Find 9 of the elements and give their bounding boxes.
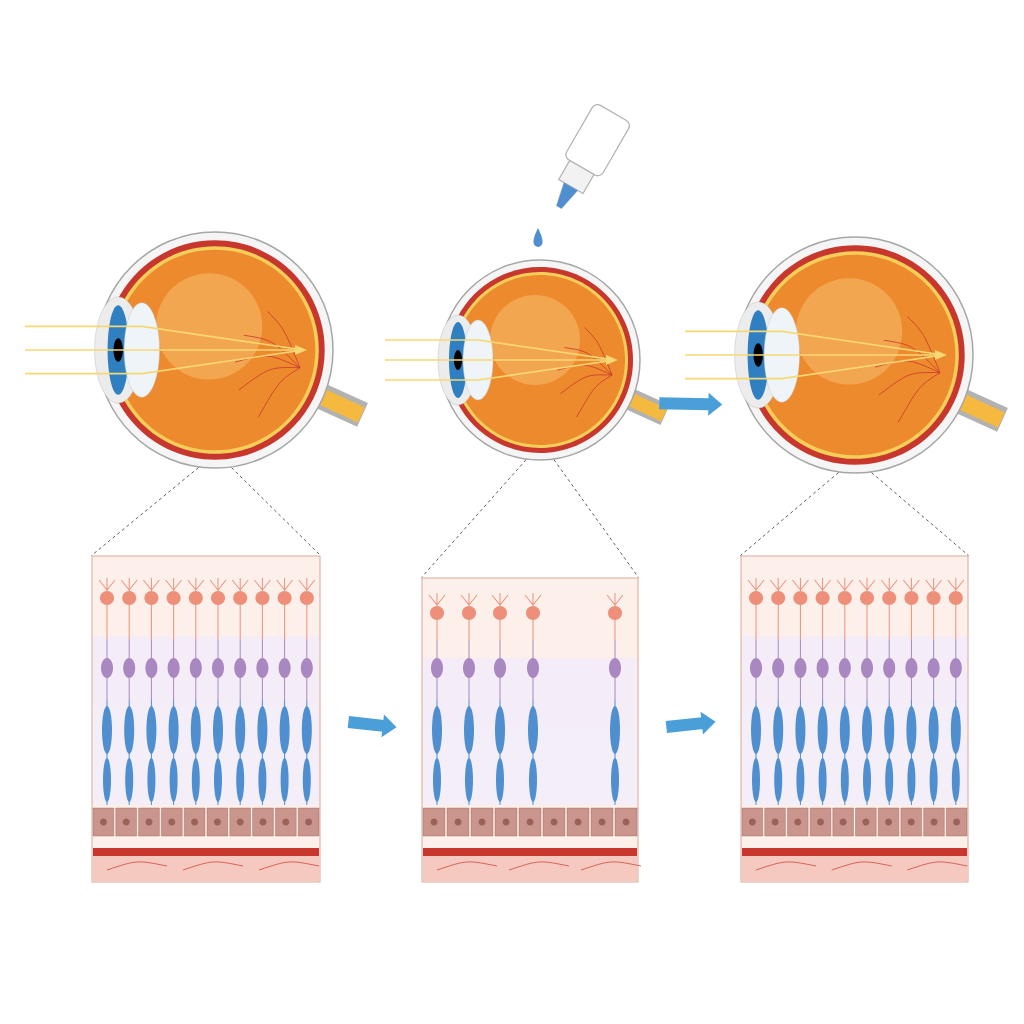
zoom-line	[421, 459, 639, 578]
eye-drawing	[24, 231, 368, 469]
eye-drawing	[684, 236, 1008, 474]
retina-cross-section-drawing	[421, 577, 642, 883]
zoom-line	[91, 467, 321, 556]
retina-cross-section-drawing	[740, 555, 969, 883]
retina-cross-section-drawing	[91, 555, 321, 883]
eye-drawing	[384, 259, 670, 461]
zoom-line	[740, 472, 969, 556]
